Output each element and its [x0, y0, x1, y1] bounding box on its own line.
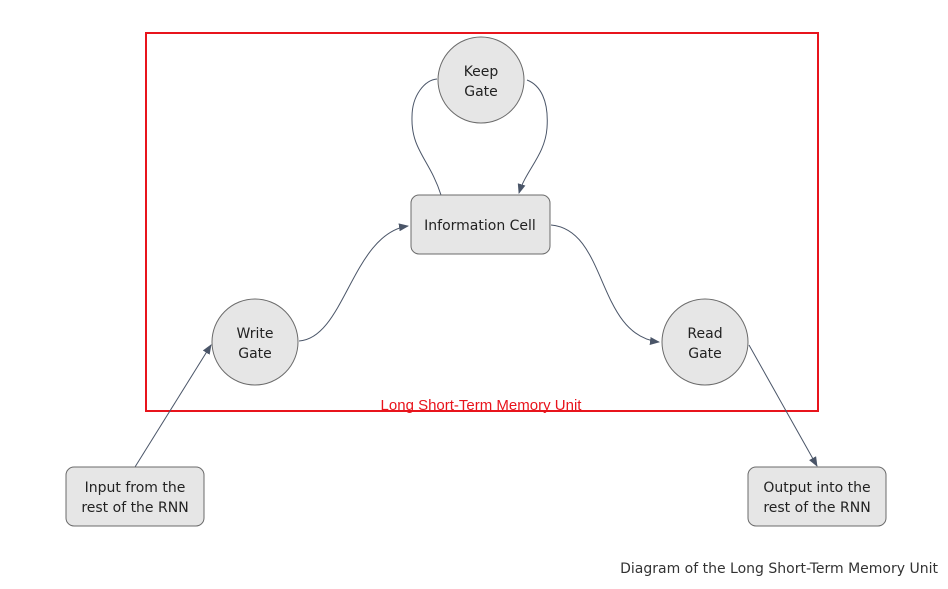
read-gate-node: Read Gate — [661, 298, 749, 386]
edge-information-cell-to-read-gate — [550, 224, 660, 345]
edge-write-gate-to-information-cell — [298, 223, 409, 342]
lstm-unit-label: Long Short-Term Memory Unit — [381, 397, 583, 414]
write-gate-label-line2: Gate — [238, 346, 272, 362]
keep-gate-label-line1: Keep — [464, 64, 499, 80]
information-cell-node: Information Cell — [410, 194, 551, 255]
output-label-line1: Output into the — [763, 480, 870, 496]
keep-gate-label-line2: Gate — [464, 84, 498, 100]
keep-gate-node: Keep Gate — [437, 36, 525, 124]
input-node: Input from the rest of the RNN — [65, 466, 205, 527]
edge-keep-gate-to-information-cell — [517, 79, 548, 194]
write-gate-node: Write Gate — [211, 298, 299, 386]
output-node: Output into the rest of the RNN — [747, 466, 887, 527]
input-label-line1: Input from the — [85, 480, 186, 496]
input-label-line2: rest of the RNN — [81, 500, 188, 516]
edge-information-cell-to-keep-gate — [411, 78, 442, 196]
lstm-unit-boundary — [145, 32, 819, 412]
read-gate-label-line2: Gate — [688, 346, 722, 362]
read-gate-label-line1: Read — [687, 326, 722, 342]
write-gate-label-line1: Write — [237, 326, 274, 342]
information-cell-label: Information Cell — [424, 218, 536, 234]
figure-caption: Diagram of the Long Short-Term Memory Un… — [620, 561, 938, 577]
edge-read-gate-to-output — [748, 344, 818, 467]
output-label-line2: rest of the RNN — [763, 500, 870, 516]
edge-input-to-write-gate — [134, 344, 212, 468]
